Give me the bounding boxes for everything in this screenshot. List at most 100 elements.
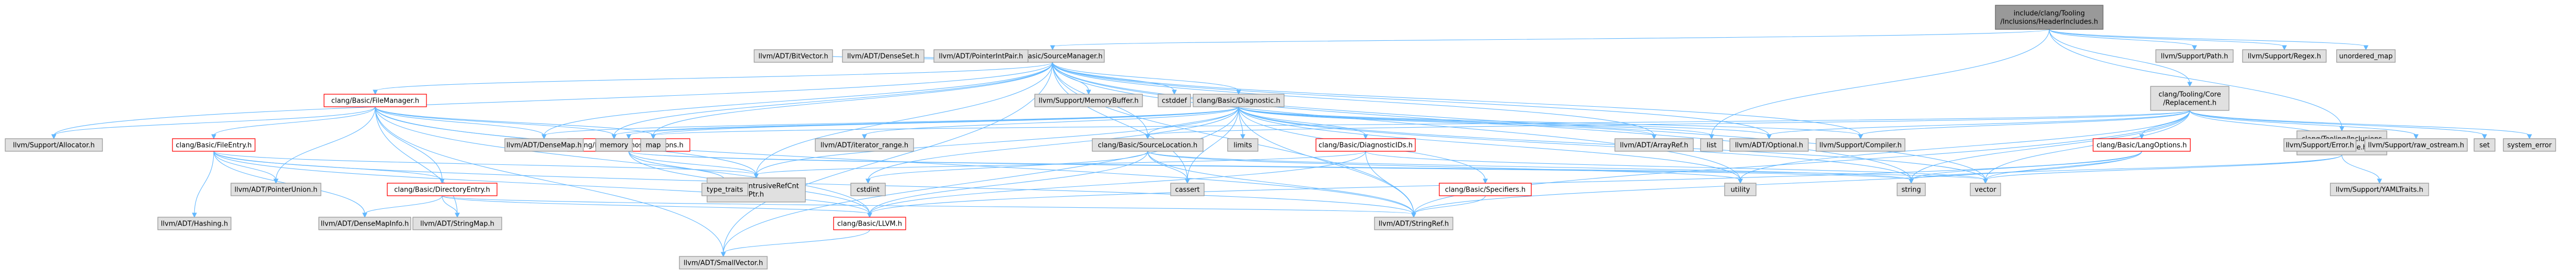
edge-de-to-stringref bbox=[442, 195, 1414, 215]
node-error[interactable]: llvm/Support/Error.h bbox=[2283, 138, 2356, 152]
node-typetraits[interactable]: type_traits bbox=[701, 183, 748, 196]
edge-fm-to-map bbox=[375, 106, 654, 136]
edge-arrowhead bbox=[1050, 45, 1055, 51]
node-box bbox=[318, 217, 411, 230]
edge-sm-to-string bbox=[1052, 62, 1912, 181]
edge-arrowhead bbox=[1709, 134, 1714, 140]
edge-tcr-to-utility bbox=[1740, 110, 2190, 181]
node-memory[interactable]: memory bbox=[595, 138, 633, 152]
node-dids[interactable]: clang/Basic/DiagnosticIDs.h bbox=[1315, 138, 1416, 152]
node-rawos[interactable]: llvm/Support/raw_ostream.h bbox=[2364, 138, 2468, 152]
node-bitvec[interactable]: llvm/ADT/BitVector.h bbox=[754, 49, 833, 63]
node-box bbox=[2155, 49, 2234, 63]
node-label: llvm/ADT/ArrayRef.h bbox=[1620, 142, 1689, 150]
edge-arrowhead bbox=[2282, 45, 2287, 51]
node-dmi[interactable]: llvm/ADT/DenseMapInfo.h bbox=[318, 217, 411, 230]
edge-loc-to-llvm bbox=[869, 151, 1148, 215]
edge-arrowhead bbox=[721, 252, 726, 257]
node-denseset[interactable]: llvm/ADT/DenseSet.h bbox=[842, 49, 925, 63]
edge-fm-to-smallvec bbox=[375, 106, 724, 254]
edge-diag-to-memory bbox=[614, 106, 1239, 136]
node-box bbox=[1034, 94, 1143, 107]
node-ptrunion[interactable]: llvm/ADT/PointerUnion.h bbox=[230, 183, 321, 196]
node-hashing[interactable]: llvm/ADT/Hashing.h bbox=[157, 217, 232, 230]
edge-arrowhead bbox=[2377, 178, 2382, 184]
node-langopt[interactable]: clang/Basic/LangOptions.h bbox=[2093, 138, 2191, 152]
node-label: type_traits bbox=[707, 186, 743, 194]
node-box bbox=[1724, 183, 1757, 196]
node-tcr[interactable]: clang/Tooling/Core/Replacement.h bbox=[2150, 86, 2230, 111]
node-box bbox=[2336, 49, 2396, 63]
node-box bbox=[595, 138, 633, 152]
node-label: clang/Basic/Specifiers.h bbox=[1445, 186, 1526, 194]
edge-arrowhead bbox=[1240, 134, 1245, 140]
edge-arrowhead bbox=[211, 134, 216, 140]
node-syserr[interactable]: system_error bbox=[2503, 138, 2556, 152]
node-box bbox=[172, 138, 256, 152]
edge-diag-to-itrange bbox=[864, 106, 1239, 136]
node-stringmap[interactable]: llvm/ADT/StringMap.h bbox=[412, 217, 502, 230]
node-label: system_error bbox=[2508, 142, 2552, 150]
node-diag[interactable]: clang/Basic/Diagnostic.h bbox=[1193, 94, 1285, 107]
node-stringref[interactable]: llvm/ADT/StringRef.h bbox=[1374, 217, 1453, 230]
node-yaml[interactable]: llvm/Support/YAMLTraits.h bbox=[2330, 183, 2429, 196]
edge-diag-to-cassert bbox=[1187, 106, 1239, 181]
node-de[interactable]: clang/Basic/DirectoryEntry.h bbox=[387, 183, 498, 196]
node-alloc[interactable]: llvm/Support/Allocator.h bbox=[5, 138, 103, 152]
edge-sm-to-arrayref bbox=[1052, 62, 1655, 136]
node-box bbox=[815, 138, 914, 152]
node-llvm[interactable]: clang/Basic/LLVM.h bbox=[833, 217, 906, 230]
node-limits[interactable]: limits bbox=[1227, 138, 1258, 152]
node-box bbox=[412, 217, 502, 230]
node-path[interactable]: llvm/Support/Path.h bbox=[2155, 49, 2234, 63]
node-itrange[interactable]: llvm/ADT/iterator_range.h bbox=[815, 138, 914, 152]
node-set[interactable]: set bbox=[2474, 138, 2496, 152]
edge-root-to-umap bbox=[2049, 29, 2366, 47]
edge-diag-to-arrayref bbox=[1238, 106, 1655, 136]
edge-root-to-path bbox=[2049, 29, 2195, 47]
node-vector[interactable]: vector bbox=[1970, 183, 2001, 196]
node-ptrintpair[interactable]: llvm/ADT/PointerIntPair.h bbox=[933, 49, 1029, 63]
node-root[interactable]: include/clang/Tooling/Inclusions/HeaderI… bbox=[1995, 5, 2104, 30]
node-fe[interactable]: clang/Basic/FileEntry.h bbox=[172, 138, 256, 152]
node-fm[interactable]: clang/Basic/FileManager.h bbox=[324, 94, 427, 107]
node-list[interactable]: list bbox=[1700, 138, 1723, 152]
node-cassert[interactable]: cassert bbox=[1170, 183, 1205, 196]
node-cstdint[interactable]: cstdint bbox=[850, 183, 886, 196]
node-spec[interactable]: clang/Basic/Specifiers.h bbox=[1439, 183, 1532, 196]
node-smallvec[interactable]: llvm/ADT/SmallVector.h bbox=[679, 256, 768, 270]
node-utility[interactable]: utility bbox=[1724, 183, 1757, 196]
edge-diag-to-optional bbox=[1238, 106, 1770, 136]
node-loc[interactable]: clang/Basic/SourceLocation.h bbox=[1092, 138, 1204, 152]
node-label: cstddef bbox=[1162, 97, 1187, 105]
node-cstddef[interactable]: cstddef bbox=[1158, 94, 1191, 107]
node-box bbox=[2330, 183, 2429, 196]
node-densemap[interactable]: llvm/ADT/DenseMap.h bbox=[504, 138, 584, 152]
edge-loc-to-stringref bbox=[1147, 151, 1414, 215]
node-umap[interactable]: unordered_map bbox=[2336, 49, 2396, 63]
node-box bbox=[5, 138, 103, 152]
node-arrayref[interactable]: llvm/ADT/ArrayRef.h bbox=[1614, 138, 1694, 152]
node-box bbox=[1374, 217, 1453, 230]
node-map[interactable]: map bbox=[640, 138, 666, 152]
edge-fe-to-de bbox=[213, 151, 443, 181]
edge-fm-to-alloc bbox=[53, 106, 376, 136]
edge-sm-to-densemap bbox=[544, 62, 1053, 136]
edge-tcr-to-set bbox=[2189, 110, 2485, 136]
edge-langopt-to-stringref bbox=[1413, 151, 2142, 215]
node-label: llvm/Support/raw_ostream.h bbox=[2368, 142, 2464, 150]
node-box bbox=[754, 49, 833, 63]
node-string[interactable]: string bbox=[1897, 183, 1926, 196]
node-optional[interactable]: llvm/ADT/Optional.h bbox=[1729, 138, 1809, 152]
node-label: clang/Basic/LLVM.h bbox=[837, 220, 902, 228]
node-label: map bbox=[646, 142, 661, 150]
edge-arrowhead bbox=[1172, 89, 1177, 95]
edge-diag-to-irc bbox=[756, 106, 1239, 175]
node-regex[interactable]: llvm/Support/Regex.h bbox=[2242, 49, 2327, 63]
edge-diag-to-loc bbox=[1147, 106, 1239, 136]
edge-arrowhead bbox=[1483, 178, 1488, 184]
node-compiler[interactable]: llvm/Support/Compiler.h bbox=[1816, 138, 1905, 152]
edge-arrowhead bbox=[2527, 134, 2532, 140]
node-membuf[interactable]: llvm/Support/MemoryBuffer.h bbox=[1034, 94, 1143, 107]
edge-dopts-to-irc bbox=[628, 151, 757, 175]
